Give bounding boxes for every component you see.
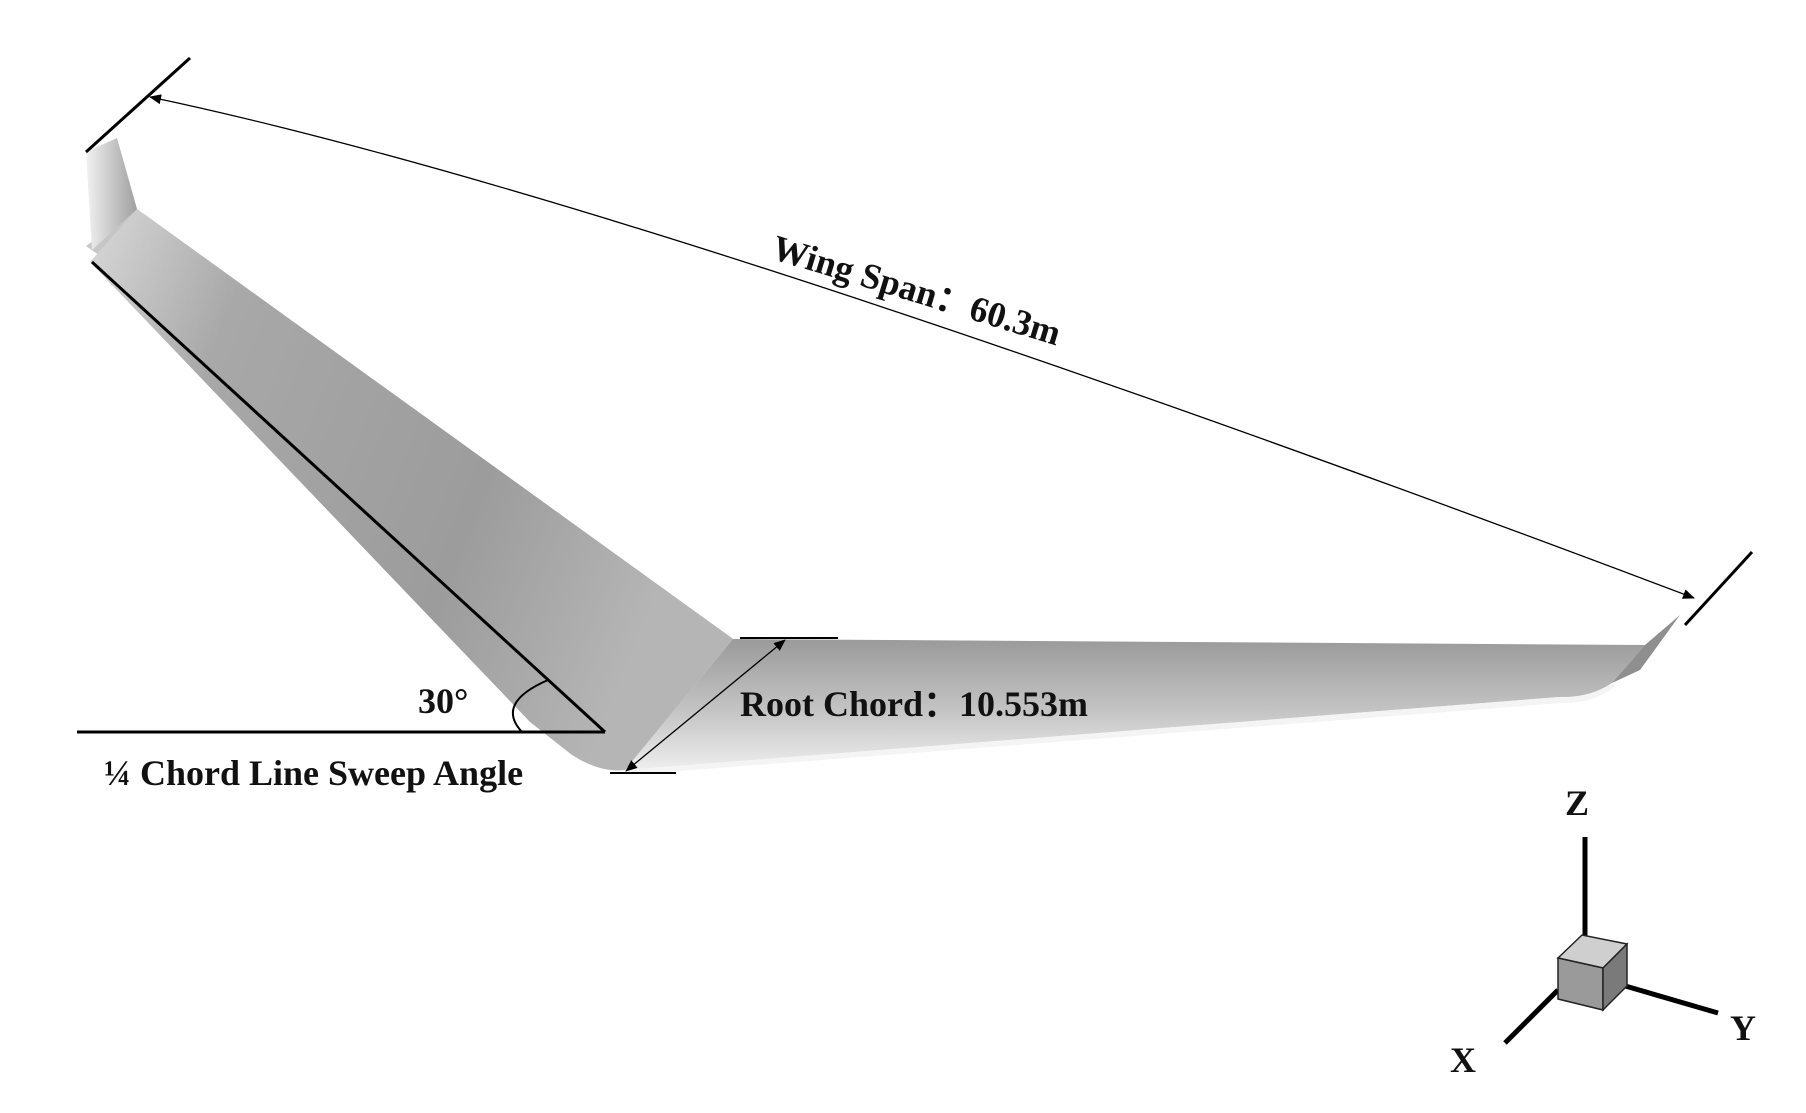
sweep-angle-value: 30° — [418, 681, 468, 721]
root-chord-arrow-line — [625, 639, 786, 772]
z-axis-label: Z — [1565, 783, 1589, 823]
axis-triad: Z Y X — [1450, 783, 1756, 1080]
span-tick-left — [84, 56, 192, 154]
axis-cube-side — [1602, 942, 1628, 1012]
y-axis-line — [1614, 980, 1719, 1016]
left-wing-panel — [90, 209, 733, 771]
wing-span-dimension: Wing Span：60.3m — [84, 56, 1754, 627]
left-wing-tip — [86, 138, 137, 250]
wing-span-label: Wing Span：60.3m — [768, 227, 1066, 353]
x-axis-line — [1503, 988, 1560, 1045]
wing-surface — [86, 138, 1680, 774]
right-wing-tip — [1612, 615, 1680, 683]
x-axis-label: X — [1450, 1040, 1476, 1080]
root-chord-dimension: Root Chord：10.553m — [610, 637, 1088, 774]
span-tick-right — [1683, 550, 1754, 627]
y-axis-label: Y — [1730, 1008, 1756, 1048]
root-chord-label: Root Chord：10.553m — [740, 684, 1088, 724]
sweep-angle-caption: ¼ Chord Line Sweep Angle — [104, 753, 523, 793]
span-arrow-line — [149, 94, 1695, 599]
axis-cube-front — [1557, 957, 1604, 1011]
right-wing-trailing-edge — [625, 683, 1616, 774]
quarter-chord-line — [90, 260, 607, 734]
right-wing-panel — [625, 639, 1645, 770]
sweep-angle-annotation: 30° ¼ Chord Line Sweep Angle — [77, 260, 607, 793]
sweep-angle-arc — [512, 679, 549, 733]
